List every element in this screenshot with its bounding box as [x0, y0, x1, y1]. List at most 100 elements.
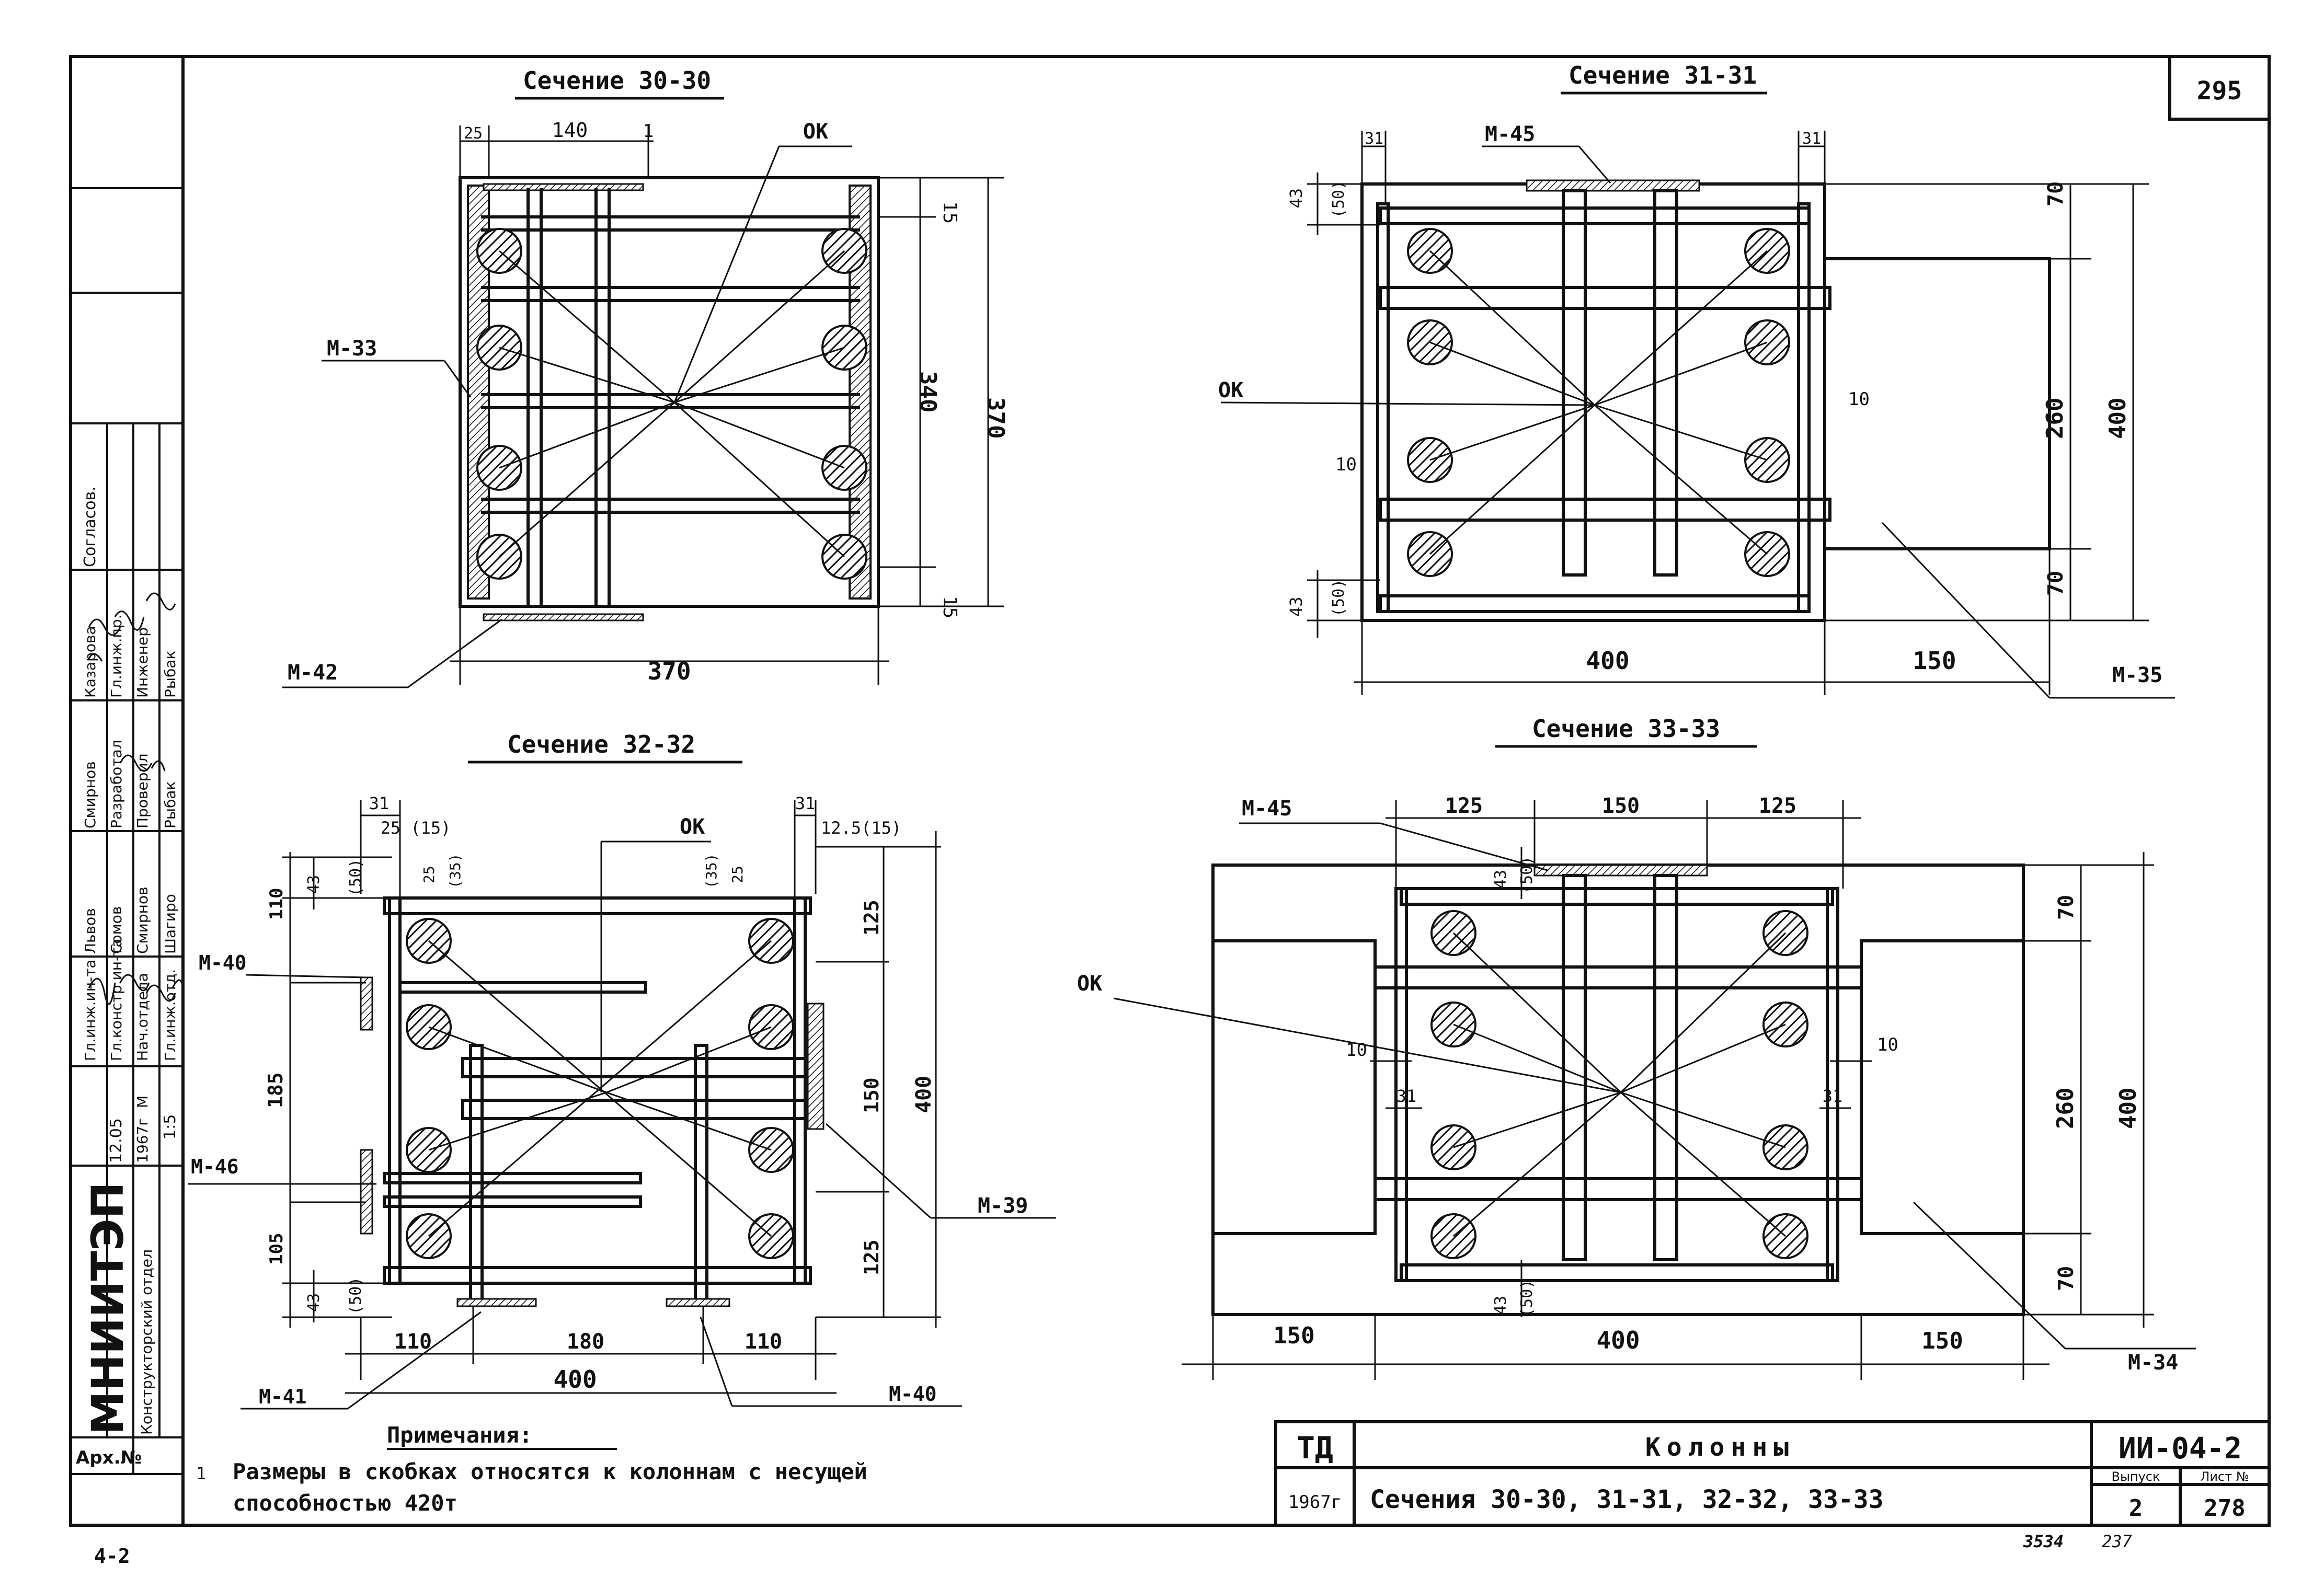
- s32-dim-bottom-180: 180: [567, 1330, 604, 1354]
- footer-number-b: 237: [2102, 1532, 2132, 1551]
- s32-label-m39: М-39: [978, 1194, 1028, 1218]
- title-block-issue-label: Выпуск: [2112, 1469, 2160, 1484]
- title-block-doc-number: ИИ-04-2: [2119, 1432, 2242, 1466]
- s32-dim-left-43b: 43: [305, 1293, 323, 1312]
- s32-dim-left-43: 43: [305, 875, 323, 894]
- section-31-body: [1360, 179, 2051, 622]
- s31-label-m35: М-35: [2112, 663, 2162, 687]
- s31-dim-left-top-b: (50): [1330, 180, 1348, 218]
- section-30-rebars: [476, 228, 867, 580]
- s32-dim-bottom-110a: 110: [394, 1330, 432, 1354]
- s33-dim-right-31: 31: [1823, 1086, 1843, 1106]
- s33-dim-bottom-400: 400: [1596, 1326, 1640, 1354]
- s31-dim-right-total: 400: [2104, 398, 2131, 439]
- section-31-31: Сечение 31-31: [1218, 61, 2175, 699]
- section-30-leaders: [282, 145, 852, 688]
- section-31-leaders: [1220, 145, 2175, 699]
- s32-dim-top-right: 12.5(15): [821, 818, 901, 838]
- title-block-sheet-label: Лист №: [2200, 1469, 2249, 1484]
- s33-dim-bottom-150a: 150: [1273, 1322, 1314, 1349]
- s33-dim-right-70a: 70: [2054, 895, 2078, 920]
- s32-dim-top-35b: (35): [703, 854, 720, 889]
- s30-label-m42: М-42: [288, 661, 338, 685]
- s32-dim-left-185: 185: [264, 1072, 287, 1108]
- stamp-date: 12.05: [107, 1118, 125, 1163]
- title-block-title: Колонны: [1645, 1433, 1795, 1462]
- s33-dim-left-31: 31: [1396, 1086, 1417, 1106]
- section-33-33: Сечение 33-33: [1077, 715, 2196, 1380]
- s32-dim-top-25-15: 25 (15): [381, 818, 451, 838]
- s33-label-ok: ОК: [1077, 972, 1102, 996]
- s33-dim-top-43: 43: [1492, 870, 1510, 889]
- footer-left-mark: 4-2: [94, 1545, 130, 1568]
- stamp-role-6: Гл.констр.ин-та: [108, 938, 125, 1061]
- page-number-box: 295: [2168, 55, 2271, 121]
- s30-dim-right-total: 370: [982, 397, 1009, 439]
- s32-dim-right-150: 150: [860, 1077, 883, 1113]
- notes-item-number: 1: [196, 1464, 206, 1483]
- section-31-dimensions: [1307, 131, 2149, 695]
- s33-dim-top-125b: 125: [1759, 794, 1796, 818]
- section-30-dimensions: [450, 125, 1004, 685]
- title-block-issue: 2: [2129, 1495, 2143, 1522]
- section-31-title: Сечение 31-31: [1569, 61, 1757, 89]
- s33-dim-top-125a: 125: [1445, 794, 1483, 818]
- stamp-name-6: Сомов: [108, 906, 125, 954]
- section-33-body: [1211, 863, 2025, 1316]
- stamp-dept: Конструкторский отдел: [138, 1249, 155, 1435]
- s31-dim-right-bot: 70: [2044, 571, 2068, 596]
- section-33-dimensions: [1182, 800, 2154, 1380]
- stamp-name-1: Казарова: [82, 626, 99, 698]
- stamp-role-3: Разработал: [108, 740, 125, 828]
- s32-dim-right-400: 400: [912, 1076, 936, 1113]
- stamp-role-2: Инженер: [134, 627, 151, 698]
- s31-dim-left-ten: 10: [1335, 454, 1357, 475]
- s32-dim-bottom-110b: 110: [745, 1330, 782, 1354]
- s33-label-m45: М-45: [1242, 797, 1292, 821]
- stamp-arch: Арх.№: [76, 1447, 142, 1468]
- s32-dim-top-31b: 31: [795, 793, 816, 813]
- s30-dim-right-bottom: 15: [939, 596, 960, 618]
- footer-number-a: 3534: [2023, 1532, 2064, 1551]
- s33-dim-right-260: 260: [2052, 1088, 2079, 1129]
- s33-dim-bottom-150b: 150: [1921, 1328, 1963, 1354]
- s31-dim-top-right: 31: [1802, 130, 1821, 148]
- s33-dim-right-400: 400: [2115, 1088, 2142, 1129]
- stamp-name-8: Шагиро: [162, 894, 179, 954]
- s30-dim-bottom: 370: [647, 657, 691, 685]
- sheet-frame: [69, 55, 2271, 1527]
- s31-dim-right-top: 70: [2044, 181, 2068, 206]
- title-block-subtitle: Сечения 30-30, 31-31, 32-32, 33-33: [1370, 1485, 1884, 1514]
- section-30-body: [459, 176, 880, 621]
- title-block-year: 1967г: [1288, 1492, 1342, 1513]
- signature-scribbles: [88, 592, 184, 1005]
- s30-dim-top-left: 25: [464, 124, 483, 143]
- s32-dim-left-110: 110: [266, 888, 287, 920]
- section-33-leaders: [1113, 822, 2196, 1350]
- s32-dim-left-50b: (50): [347, 1277, 365, 1315]
- s33-dim-left-10: 10: [1346, 1040, 1367, 1061]
- s31-dim-right-mid: 260: [2042, 398, 2068, 439]
- stamp-name-2: Рыбак: [162, 651, 179, 698]
- stamp-scale-label: М: [134, 1096, 151, 1108]
- s32-dim-left-105: 105: [266, 1233, 287, 1265]
- stamp-role-1: Гл.инж.пр.: [108, 615, 125, 698]
- s30-dim-right-top: 15: [939, 201, 960, 224]
- notes: Примечания: 1 Размеры в скобках относятс…: [196, 1422, 867, 1516]
- s33-dim-top-50: (50): [1518, 856, 1536, 894]
- section-32-leaders: [188, 840, 1056, 1410]
- s30-dim-right-mid: 340: [914, 371, 941, 412]
- s32-dim-top-31a: 31: [369, 793, 390, 813]
- s33-dim-right-10: 10: [1877, 1034, 1898, 1055]
- s31-dim-right-ten: 10: [1848, 389, 1870, 410]
- stamp-role-7: Нач.отдела: [134, 973, 151, 1061]
- s30-label-m33: М-33: [327, 337, 377, 361]
- s31-dim-left-top-a: 43: [1286, 188, 1306, 209]
- stamp-name-7: Смирнов: [134, 886, 151, 954]
- section-33-title: Сечение 33-33: [1532, 715, 1720, 743]
- s31-label-ok: ОК: [1218, 378, 1243, 402]
- left-stamp-text: Согласов. Гл.инж.пр. Казарова Инженер Ры…: [76, 486, 179, 1468]
- page-number: 295: [2197, 76, 2242, 106]
- stamp-role-5: Гл.инж.ин-та: [82, 959, 99, 1061]
